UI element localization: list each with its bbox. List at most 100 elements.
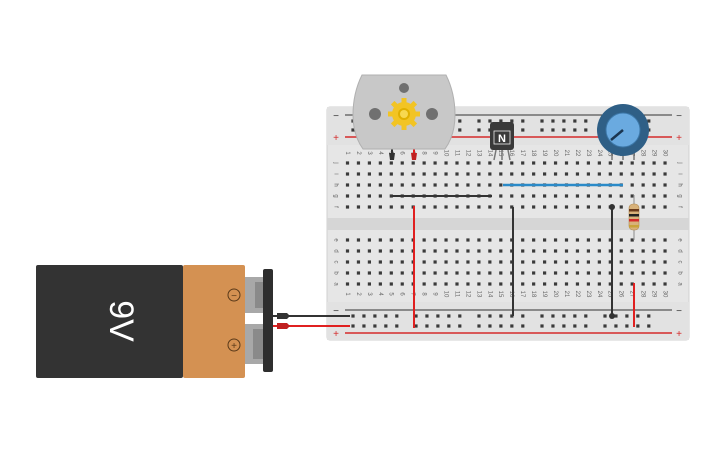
breadboard-hole[interactable] [510,194,514,198]
breadboard-hole[interactable] [521,119,525,123]
breadboard-hole[interactable] [466,183,470,187]
breadboard-hole[interactable] [630,194,634,198]
breadboard-hole[interactable] [400,271,404,275]
breadboard-hole[interactable] [356,183,361,187]
breadboard-hole[interactable] [663,172,667,176]
breadboard-hole[interactable] [367,249,371,253]
breadboard-hole[interactable] [641,161,645,165]
breadboard-hole[interactable] [564,249,569,253]
breadboard-hole[interactable] [488,183,492,187]
breadboard-hole[interactable] [652,271,656,275]
breadboard-hole[interactable] [477,324,481,328]
breadboard-hole[interactable] [608,249,612,253]
breadboard-hole[interactable] [543,161,547,165]
breadboard-hole[interactable] [584,119,588,123]
breadboard-hole[interactable] [586,282,590,286]
breadboard-hole[interactable] [488,282,492,286]
breadboard-hole[interactable] [575,238,580,242]
breadboard-hole[interactable] [378,172,382,176]
breadboard-hole[interactable] [400,238,404,242]
breadboard-hole[interactable] [400,183,404,187]
breadboard-hole[interactable] [540,128,544,132]
breadboard-hole[interactable] [422,172,426,176]
breadboard-hole[interactable] [433,172,437,176]
breadboard-hole[interactable] [455,161,459,165]
breadboard-hole[interactable] [367,172,371,176]
breadboard-hole[interactable] [625,314,629,318]
breadboard-hole[interactable] [540,119,544,123]
breadboard-hole[interactable] [499,183,503,187]
breadboard-hole[interactable] [619,172,623,176]
breadboard-hole[interactable] [663,161,667,165]
breadboard-hole[interactable] [356,249,361,253]
breadboard-hole[interactable] [575,260,580,264]
breadboard-hole[interactable] [608,271,612,275]
breadboard-hole[interactable] [641,271,645,275]
breadboard-hole[interactable] [597,271,601,275]
breadboard-hole[interactable] [510,161,514,165]
breadboard-hole[interactable] [564,161,569,165]
breadboard-hole[interactable] [345,161,350,165]
breadboard-hole[interactable] [356,238,361,242]
breadboard-hole[interactable] [532,260,536,264]
breadboard-hole[interactable] [532,161,536,165]
breadboard-hole[interactable] [510,119,514,123]
breadboard-hole[interactable] [433,282,437,286]
breadboard-hole[interactable] [433,271,437,275]
breadboard-hole[interactable] [367,271,371,275]
breadboard-hole[interactable] [400,249,404,253]
breadboard-hole[interactable] [384,314,388,318]
breadboard-hole[interactable] [663,238,667,242]
breadboard-hole[interactable] [630,172,634,176]
breadboard-hole[interactable] [378,260,382,264]
breadboard-hole[interactable] [510,282,514,286]
breadboard-hole[interactable] [641,282,645,286]
breadboard-hole[interactable] [573,128,577,132]
breadboard-hole[interactable] [641,205,645,209]
breadboard-hole[interactable] [608,238,612,242]
breadboard-hole[interactable] [455,271,459,275]
breadboard-hole[interactable] [455,249,459,253]
breadboard-hole[interactable] [367,238,371,242]
breadboard-hole[interactable] [647,324,651,328]
breadboard-hole[interactable] [444,260,448,264]
breadboard-hole[interactable] [532,194,536,198]
breadboard-hole[interactable] [378,238,382,242]
breadboard-hole[interactable] [532,249,536,253]
breadboard-hole[interactable] [400,172,404,176]
breadboard-hole[interactable] [543,205,547,209]
breadboard-hole[interactable] [345,238,350,242]
breadboard-hole[interactable] [510,205,514,209]
breadboard-hole[interactable] [641,238,645,242]
breadboard-hole[interactable] [543,271,547,275]
breadboard-hole[interactable] [597,282,601,286]
breadboard-hole[interactable] [553,205,558,209]
breadboard-hole[interactable] [532,271,536,275]
breadboard-hole[interactable] [422,260,426,264]
breadboard-hole[interactable] [378,282,382,286]
breadboard-hole[interactable] [400,205,404,209]
breadboard-hole[interactable] [586,205,590,209]
breadboard-hole[interactable] [477,249,481,253]
breadboard-hole[interactable] [345,194,350,198]
breadboard-hole[interactable] [603,324,607,328]
breadboard-hole[interactable] [378,205,382,209]
breadboard-hole[interactable] [553,282,558,286]
breadboard-hole[interactable] [422,271,426,275]
breadboard-hole[interactable] [488,260,492,264]
breadboard-hole[interactable] [488,161,492,165]
breadboard-hole[interactable] [562,324,566,328]
breadboard-hole[interactable] [564,282,569,286]
breadboard-hole[interactable] [345,183,350,187]
breadboard-hole[interactable] [652,205,656,209]
breadboard-hole[interactable] [356,271,361,275]
breadboard-hole[interactable] [564,205,569,209]
breadboard-hole[interactable] [351,128,355,132]
breadboard-hole[interactable] [553,172,558,176]
breadboard-hole[interactable] [551,324,555,328]
breadboard-hole[interactable] [619,282,623,286]
breadboard-hole[interactable] [647,314,651,318]
breadboard-hole[interactable] [373,314,377,318]
breadboard-hole[interactable] [575,205,580,209]
breadboard-hole[interactable] [630,249,634,253]
